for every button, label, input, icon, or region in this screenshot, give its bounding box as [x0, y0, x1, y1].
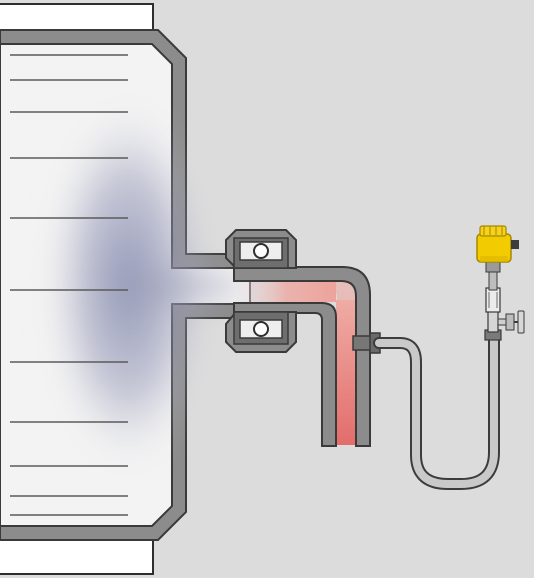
pressure-transmitter [476, 225, 519, 263]
valve-handle-icon [497, 310, 525, 334]
heated-medium [236, 270, 356, 445]
ball-bearing-icon [253, 243, 269, 259]
bearing-lower [225, 311, 297, 353]
impulse-line [373, 332, 500, 490]
ball-bearing-icon [253, 321, 269, 337]
transmitter-icon [476, 225, 519, 263]
process-haze [35, 95, 240, 475]
bearing-upper [225, 229, 297, 269]
elbow-pipe [233, 266, 371, 447]
valve-assembly [484, 261, 525, 341]
vessel-internals [10, 54, 128, 516]
vessel-flange-bottom [0, 537, 154, 575]
